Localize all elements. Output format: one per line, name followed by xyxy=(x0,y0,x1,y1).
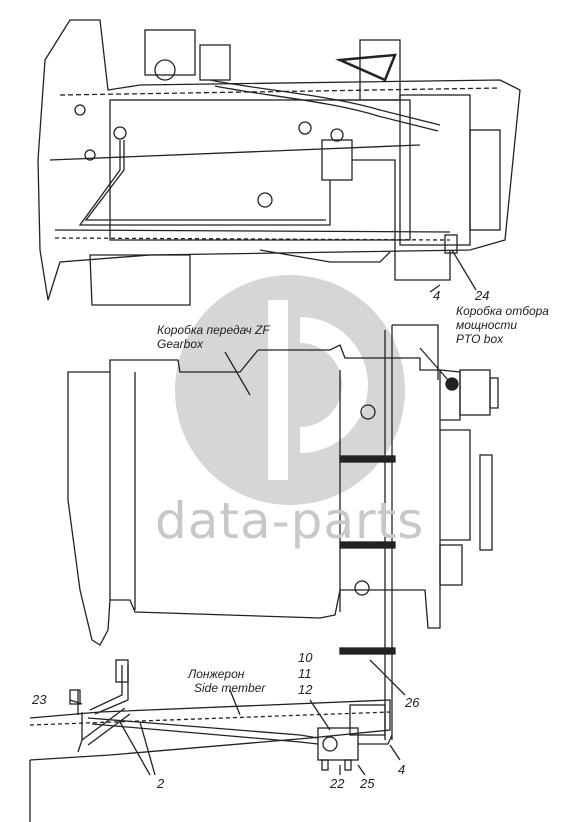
side-member-label-ru: Лонжерон xyxy=(188,667,245,681)
pto-label: Коробка отбора мощности PTO box xyxy=(456,304,549,346)
gearbox-label-en: Gearbox xyxy=(157,336,204,351)
pto-label-en: PTO box xyxy=(456,331,504,346)
watermark-text: data-parts xyxy=(155,492,425,550)
side-member-label-en: Side member xyxy=(194,680,266,695)
gearbox-label-ru: Коробка передач ZF xyxy=(157,323,270,337)
top-assembly xyxy=(37,19,521,306)
callout-10: 10 xyxy=(298,650,313,665)
callout-25: 25 xyxy=(360,776,375,791)
side-member-label: Лонжерон Side member xyxy=(188,667,266,696)
callout-23: 23 xyxy=(32,692,47,707)
gearbox-side-view xyxy=(67,324,499,740)
pto-label-ru-2: мощности xyxy=(456,317,518,332)
pto-label-ru-1: Коробка отбора xyxy=(456,304,549,318)
gearbox-label: Коробка передач ZF Gearbox xyxy=(157,323,270,352)
callout-26: 26 xyxy=(405,695,420,710)
side-member-view xyxy=(29,659,406,822)
watermark-logo xyxy=(175,275,405,505)
callout-11: 11 xyxy=(298,666,312,681)
callout-2: 2 xyxy=(157,776,165,791)
callout-4-top: 4 xyxy=(433,288,441,303)
callout-12: 12 xyxy=(298,682,313,697)
callout-4-bottom: 4 xyxy=(398,762,406,777)
callout-22: 22 xyxy=(330,776,345,791)
callout-24: 24 xyxy=(475,288,490,303)
